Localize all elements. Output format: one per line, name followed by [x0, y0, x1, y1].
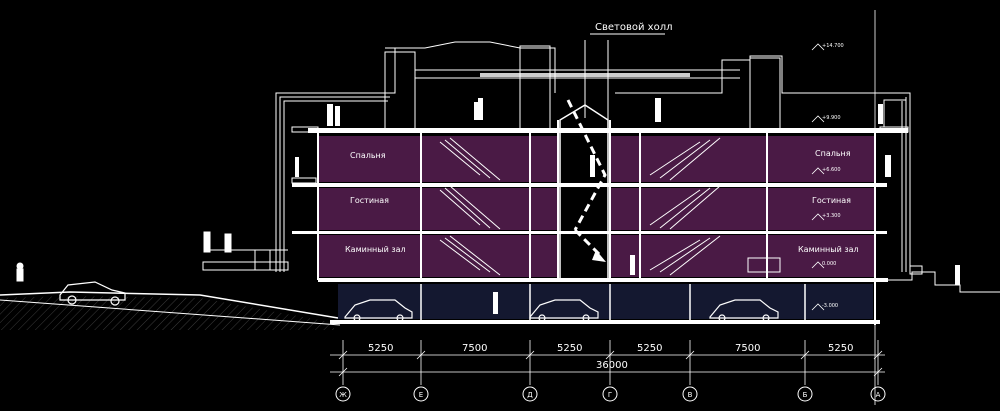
- span-4: 5250: [637, 343, 662, 354]
- balcony-right: [879, 99, 909, 133]
- basement-cars: [344, 299, 779, 322]
- light-hall: [559, 40, 609, 281]
- level-markers: [811, 10, 876, 405]
- car-on-slope: [59, 281, 126, 306]
- level-roof: +14.700: [822, 43, 844, 49]
- level-ground: 0.000: [822, 261, 836, 267]
- level-l3: +9.900: [822, 115, 841, 121]
- axis-label-g: Г: [608, 391, 612, 399]
- span-3: 5250: [557, 343, 582, 354]
- room-label-fireplace-right: Каминный зал: [798, 245, 859, 254]
- right-entrance: [888, 265, 1000, 293]
- room-label-living-right: Гостиная: [812, 196, 851, 205]
- span-5: 7500: [735, 343, 760, 354]
- basement-columns: [420, 284, 806, 320]
- level-l1: +3.300: [822, 213, 841, 219]
- axis-label-zh: Ж: [339, 391, 347, 399]
- span-6: 5250: [828, 343, 853, 354]
- basement-garage: [338, 284, 873, 319]
- span-1: 5250: [368, 343, 393, 354]
- dimension-lines: [330, 340, 885, 385]
- floor-rooms: [318, 136, 875, 277]
- span-2: 7500: [462, 343, 487, 354]
- people-figures: [295, 98, 960, 314]
- fireplace-marker: [747, 257, 781, 273]
- axis-label-b: Б: [803, 391, 808, 399]
- room-label-bedroom-right: Спальня: [815, 149, 851, 158]
- staircases: [439, 137, 721, 276]
- level-basement: -3.000: [822, 303, 838, 309]
- person-figure-left: [16, 262, 24, 282]
- axis-bubbles: [335, 386, 886, 402]
- room-label-fireplace-left: Каминный зал: [345, 245, 406, 254]
- left-terrace: [202, 231, 289, 271]
- axis-label-a: А: [876, 391, 881, 399]
- ground-line: [0, 291, 339, 319]
- room-label-living-left: Гостиная: [350, 196, 389, 205]
- room-label-bedroom-left: Спальня: [350, 151, 386, 160]
- balcony-left: [291, 126, 319, 184]
- ground-slope: [0, 296, 335, 330]
- light-hall-title: Световой холл: [595, 22, 672, 33]
- total-dimension: 36000: [596, 360, 628, 371]
- axis-label-d: Д: [527, 391, 533, 399]
- axis-label-v: В: [688, 391, 693, 399]
- axis-label-e: Е: [419, 391, 423, 399]
- level-l2: +6.600: [822, 167, 841, 173]
